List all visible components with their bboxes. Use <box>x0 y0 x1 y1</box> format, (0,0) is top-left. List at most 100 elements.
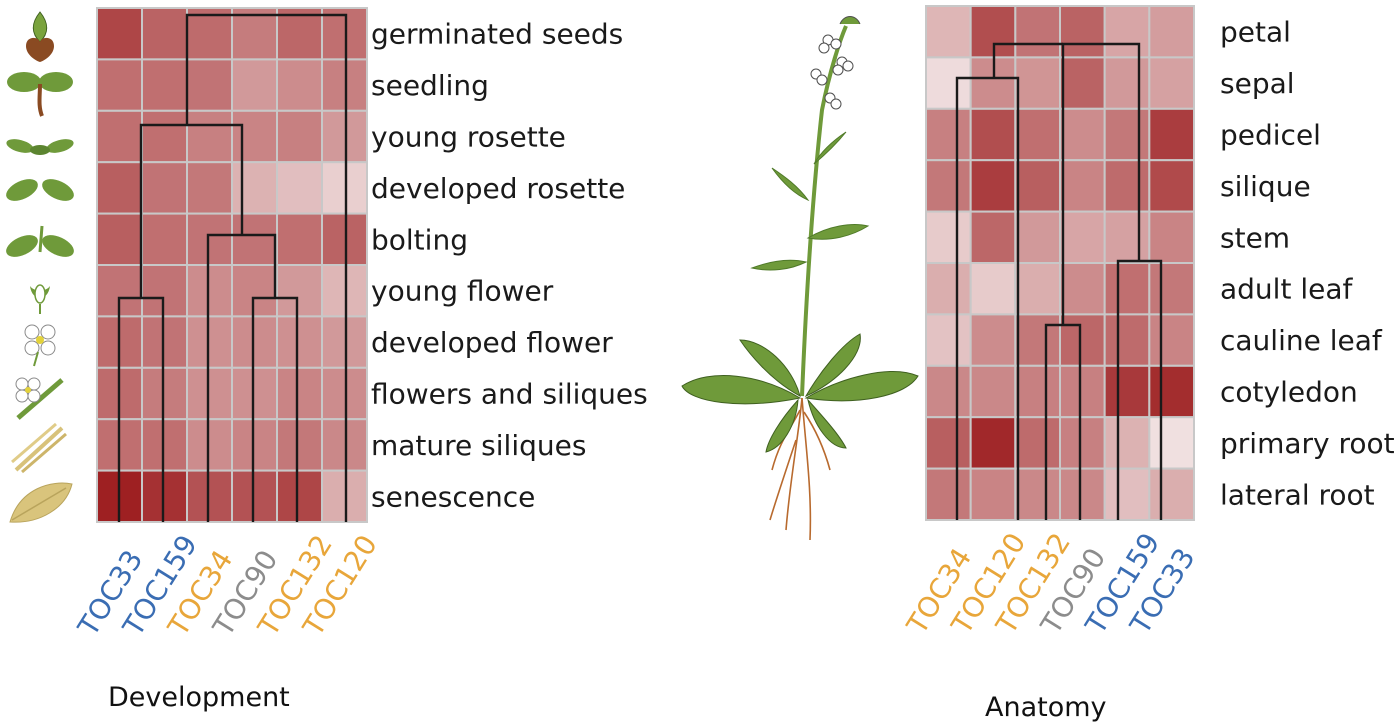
dendrogram-branch <box>955 76 1020 520</box>
heatmap-cell <box>969 210 1017 265</box>
heatmap-cell <box>1103 56 1151 110</box>
flowers-and-siliques-icon <box>15 377 64 420</box>
heatmap-cell <box>186 366 233 421</box>
heatmap-cell <box>321 212 368 267</box>
heatmap-cell <box>186 58 233 112</box>
heatmap-cell <box>186 161 233 215</box>
heatmap-cell <box>321 315 368 369</box>
heatmap-cell <box>925 107 972 162</box>
heatmap-cell <box>969 364 1017 419</box>
heatmap-cell <box>186 469 233 524</box>
heatmap-cell <box>1014 416 1061 470</box>
arabidopsis-plant-illustration <box>681 16 919 541</box>
heatmap-cell <box>141 418 188 472</box>
heatmap-cell <box>321 418 368 472</box>
row-label: primary root <box>1220 427 1395 460</box>
heatmap-cell <box>1059 416 1106 470</box>
heatmap-cell <box>231 315 278 369</box>
young-rosette-icon <box>6 139 74 155</box>
heatmap-cell <box>321 109 368 164</box>
heatmap-cell <box>276 264 323 318</box>
heatmap-cell <box>1103 159 1151 213</box>
heatmap-cell <box>231 58 278 112</box>
row-label: germinated seeds <box>371 18 623 51</box>
heatmap-cell <box>1148 159 1196 213</box>
heatmap-cell <box>186 109 233 164</box>
row-label: lateral root <box>1220 478 1375 511</box>
row-label: developed rosette <box>371 172 625 205</box>
mature-siliques-icon <box>11 422 67 474</box>
row-label: silique <box>1220 170 1311 203</box>
rosette-leaves <box>681 333 919 453</box>
heatmap-cell <box>96 161 143 215</box>
cauline-leaves <box>750 131 870 271</box>
heatmap-cell <box>276 58 323 112</box>
heatmap-cell <box>969 262 1017 316</box>
heatmap-cell <box>1014 467 1061 522</box>
roots <box>769 397 831 541</box>
row-label: seedling <box>371 69 489 102</box>
heatmap-cell <box>1014 210 1061 265</box>
heatmap-cell <box>1148 210 1196 265</box>
heatmap-cell <box>141 109 188 164</box>
heatmap-cell <box>1059 56 1106 110</box>
development-heatmap <box>96 7 368 524</box>
heatmap-cell <box>1103 416 1151 470</box>
heatmap-cell <box>925 416 972 470</box>
heatmap-cell <box>1059 210 1106 265</box>
heatmap-cell <box>969 159 1017 213</box>
heatmap-cell <box>141 212 188 267</box>
row-label: bolting <box>371 223 468 256</box>
heatmap-cell <box>969 416 1017 470</box>
row-label: stem <box>1220 221 1290 254</box>
heatmap-cell <box>925 56 972 110</box>
developed-flower-icon <box>24 324 56 367</box>
row-label: mature siliques <box>371 429 586 462</box>
anatomy-heatmap <box>925 5 1196 522</box>
development-stage-icons <box>6 11 74 523</box>
heatmap-cell <box>1014 159 1061 213</box>
heatmap-cell <box>141 161 188 215</box>
heatmap-cell <box>1014 56 1061 110</box>
heatmap-cell <box>321 469 368 524</box>
heatmap-cell <box>1059 107 1106 162</box>
heatmap-cell <box>96 7 143 61</box>
heatmap-cell <box>231 161 278 215</box>
row-label: senescence <box>371 480 535 513</box>
heatmap-cell <box>969 467 1017 522</box>
heatmap-cell <box>231 366 278 421</box>
heatmap-cell <box>186 264 233 318</box>
heatmap-cell <box>925 262 972 316</box>
anatomy-panel-title: Anatomy <box>985 692 1107 723</box>
heatmap-cell <box>321 58 368 112</box>
heatmap-cell <box>96 212 143 267</box>
heatmap-cell <box>1059 5 1106 59</box>
row-label: adult leaf <box>1220 273 1354 306</box>
row-label: pedicel <box>1220 119 1321 152</box>
heatmap-cell <box>1148 364 1196 419</box>
heatmap-cell <box>1148 107 1196 162</box>
heatmap-cell <box>1148 5 1196 59</box>
heatmap-cell <box>276 469 323 524</box>
heatmap-cell <box>141 469 188 524</box>
heatmap-cell <box>276 366 323 421</box>
heatmap-cell <box>925 467 972 522</box>
senescence-leaf-icon <box>9 482 73 523</box>
heatmap-cell <box>276 315 323 369</box>
heatmap-cell <box>1103 313 1151 367</box>
anatomy-column-dendrogram <box>955 42 1163 520</box>
heatmap-cell <box>141 366 188 421</box>
heatmap-cell <box>1014 313 1061 367</box>
heatmap-cell <box>1148 313 1196 367</box>
dendrogram-branch <box>185 13 348 522</box>
heatmap-cell <box>1014 107 1061 162</box>
heatmap-cell <box>1059 313 1106 367</box>
young-flower-icon <box>30 284 50 314</box>
row-label: sepal <box>1220 67 1295 100</box>
dendrogram-branch <box>139 123 244 298</box>
heatmap-cell <box>321 366 368 421</box>
heatmap-cell <box>231 212 278 267</box>
